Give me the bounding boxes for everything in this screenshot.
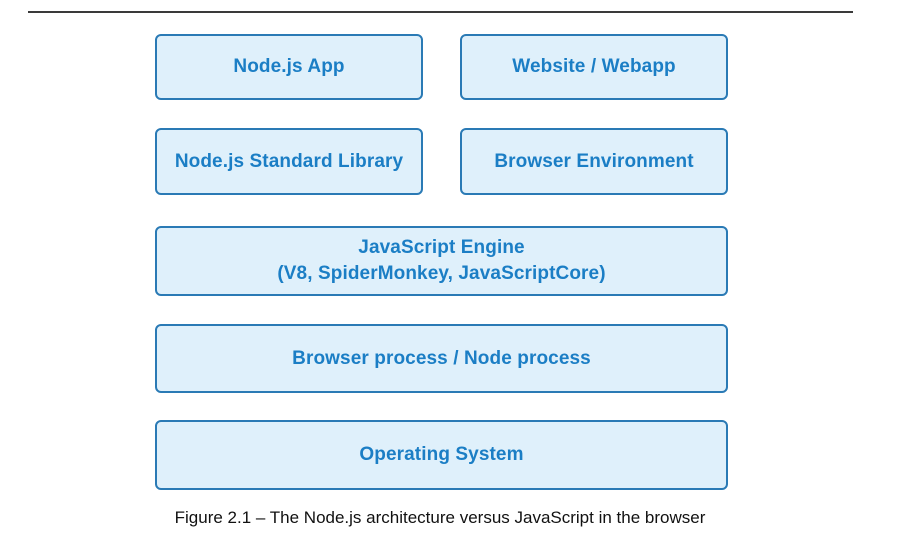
diagram-box-browser-environment: Browser Environment [460,128,728,195]
diagram-box-label: Operating System [359,444,524,465]
diagram-box-label-line2: (V8, SpiderMonkey, JavaScriptCore) [277,263,606,284]
diagram-box-label: Browser process / Node process [292,347,591,369]
diagram-box-operating-system: Operating System [155,420,728,490]
diagram-box-label-line1: JavaScript Engine [358,237,525,258]
diagram-box-label: Website / Webapp [512,56,676,77]
diagram-box-javascript-engine: JavaScript Engine (V8, SpiderMonkey, Jav… [155,226,728,296]
diagram-box-browser-node-process: Browser process / Node process [155,324,728,393]
diagram-box-nodejs-standard-library: Node.js Standard Library [155,128,423,195]
diagram-box-website-webapp: Website / Webapp [460,34,728,100]
diagram-box-label: Browser Environment [494,150,694,172]
figure-caption: Figure 2.1 – The Node.js architecture ve… [174,508,706,527]
diagram-box-label: Node.js Standard Library [174,150,404,172]
top-divider-rule [28,11,853,13]
diagram-box-label: Node.js App [233,56,345,77]
diagram-box-nodejs-app: Node.js App [155,34,423,100]
